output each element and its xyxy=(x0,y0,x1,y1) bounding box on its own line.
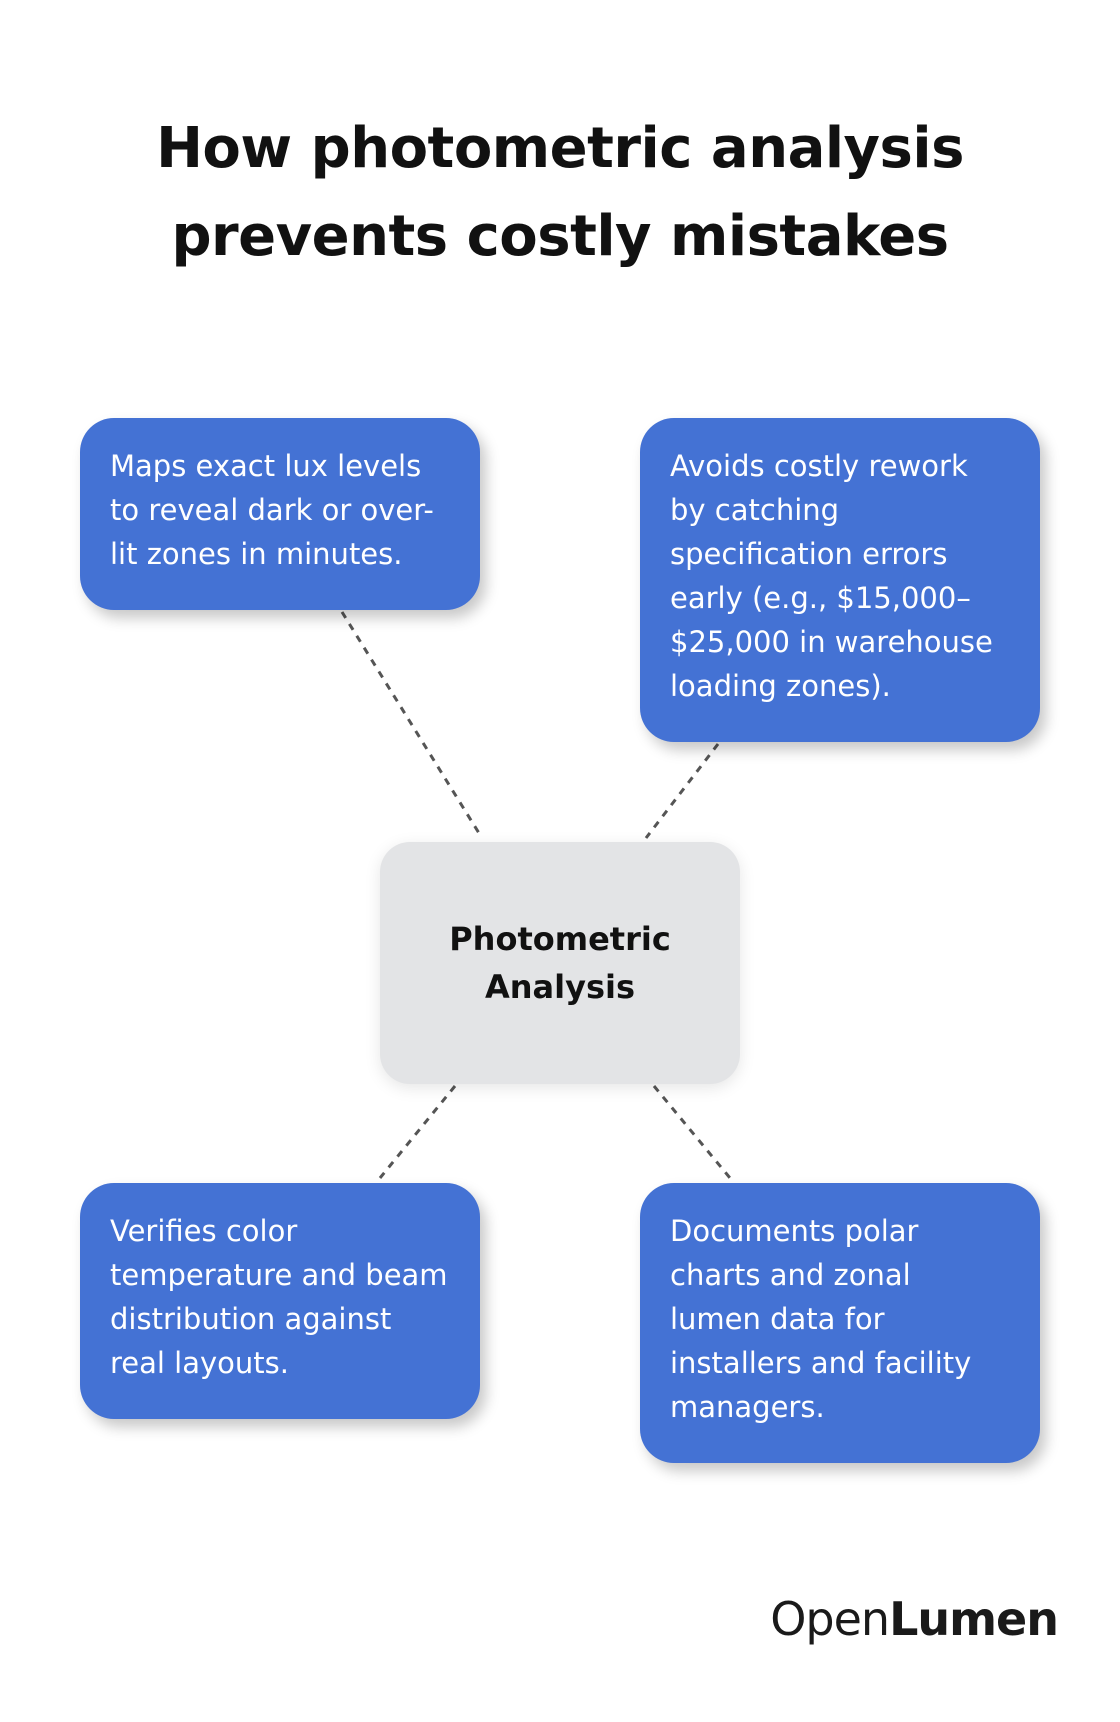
benefit-text-lux-levels: Maps exact lux levels to reveal dark or … xyxy=(110,449,434,571)
openlumen-logo: OpenLumen xyxy=(770,1592,1059,1646)
benefit-text-color-temperature: Verifies color temperature and beam dist… xyxy=(110,1214,448,1380)
benefit-box-rework: Avoids costly rework by catching specifi… xyxy=(640,418,1040,742)
page-title: How photometric analysis prevents costly… xyxy=(60,105,1060,281)
center-node-line-2: Analysis xyxy=(484,968,636,1006)
benefit-box-polar-charts: Documents polar charts and zonal lumen d… xyxy=(640,1183,1040,1463)
center-node: Photometric Analysis xyxy=(380,842,740,1084)
connector-bottom-left xyxy=(378,1085,457,1179)
connector-bottom-right xyxy=(652,1085,732,1179)
benefit-text-rework: Avoids costly rework by catching specifi… xyxy=(670,449,993,703)
center-node-line-1: Photometric xyxy=(449,920,671,958)
connector-top-right xyxy=(644,743,720,839)
connector-top-left xyxy=(340,611,484,839)
logo-text-open: Open xyxy=(770,1592,890,1646)
title-line-1: How photometric analysis xyxy=(156,116,964,181)
logo-text-lumen: Lumen xyxy=(889,1592,1059,1646)
benefit-text-polar-charts: Documents polar charts and zonal lumen d… xyxy=(670,1214,972,1424)
benefit-box-color-temperature: Verifies color temperature and beam dist… xyxy=(80,1183,480,1419)
title-line-2: prevents costly mistakes xyxy=(171,204,949,269)
benefit-box-lux-levels: Maps exact lux levels to reveal dark or … xyxy=(80,418,480,610)
